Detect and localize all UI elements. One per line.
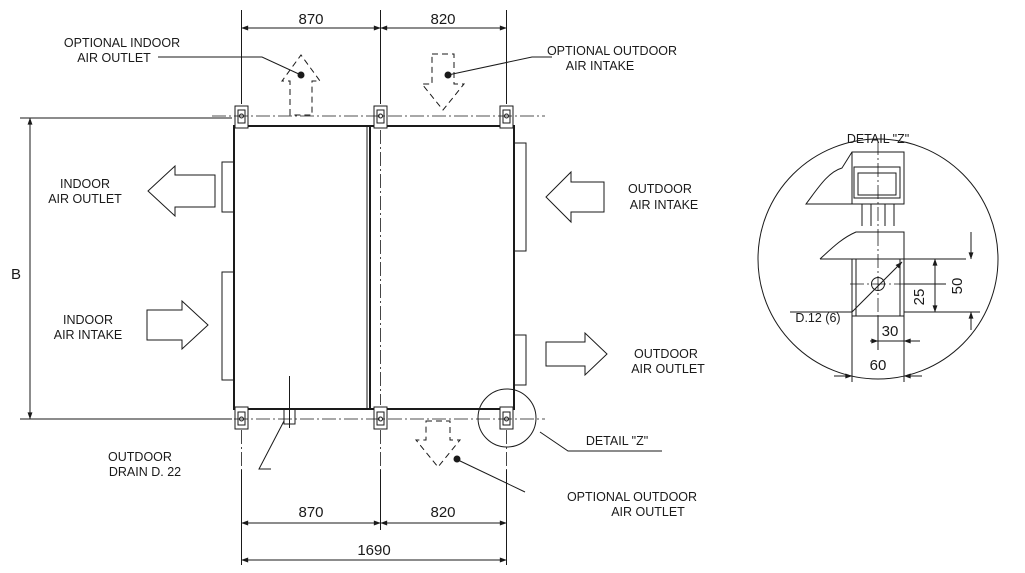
label-outdoor-drain-2: DRAIN D. 22 [109,465,181,479]
detail-z-view [757,138,999,382]
unit-body [221,125,527,428]
detail-dim-30: 30 [882,323,899,340]
label-indoor-air-outlet-1: INDOOR [60,177,110,191]
dim-bottom-right: 820 [430,504,455,521]
detail-hole-label: D.12 (6) [795,311,840,325]
label-optional-outdoor-air-outlet-2: AIR OUTLET [611,505,685,519]
mounting-brackets [234,105,514,430]
label-outdoor-air-intake-1: OUTDOOR [628,182,692,196]
center-lines [212,115,545,470]
optional-indoor-outlet-arrow [281,54,321,116]
detail-dim-50: 50 [949,278,966,295]
label-optional-indoor-air-outlet-2: AIR OUTLET [77,51,151,65]
indoor-intake-flange [221,271,235,381]
dim-overall-width: 1690 [357,542,390,559]
dimension-lines [20,10,507,565]
outdoor-outlet-arrow [545,331,608,377]
label-optional-outdoor-air-intake-2: AIR INTAKE [566,59,635,73]
label-indoor-air-intake-1: INDOOR [63,313,113,327]
label-outdoor-air-intake-2: AIR INTAKE [630,198,699,212]
airflow-arrows [146,53,608,468]
label-optional-outdoor-air-intake-1: OPTIONAL OUTDOOR [547,44,677,58]
detail-dim-60: 60 [870,357,887,374]
bracket-bottom-right [499,406,514,430]
bracket-top-left [234,105,249,129]
outdoor-outlet-flange [513,334,527,386]
bracket-bottom-left [234,406,249,430]
optional-outdoor-intake-arrow [420,53,466,111]
indoor-intake-arrow [146,299,209,351]
label-indoor-air-intake-2: AIR INTAKE [54,328,123,342]
label-outdoor-drain-1: OUTDOOR [108,450,172,464]
label-detail-z-callout: DETAIL "Z" [586,434,648,448]
label-outdoor-air-outlet-2: AIR OUTLET [631,362,705,376]
optional-outdoor-outlet-arrow [414,420,462,468]
detail-z-callout-circle [477,388,537,448]
leader-lines [158,56,662,493]
dim-height-b: B [11,266,21,283]
label-optional-indoor-air-outlet-1: OPTIONAL INDOOR [64,36,180,50]
indoor-outlet-arrow [147,164,216,218]
dim-top-left: 870 [298,11,323,28]
bracket-bottom-middle [373,406,388,430]
indoor-outlet-flange [221,161,235,213]
outdoor-intake-arrow [545,170,605,224]
dim-top-right: 820 [430,11,455,28]
label-outdoor-air-outlet-1: OUTDOOR [634,347,698,361]
outdoor-intake-flange [513,142,527,252]
bracket-top-right [499,105,514,129]
label-indoor-air-outlet-2: AIR OUTLET [48,192,122,206]
bracket-top-middle [373,105,388,129]
dim-bottom-left: 870 [298,504,323,521]
label-optional-outdoor-air-outlet-1: OPTIONAL OUTDOOR [567,490,697,504]
detail-dim-25: 25 [911,289,928,306]
